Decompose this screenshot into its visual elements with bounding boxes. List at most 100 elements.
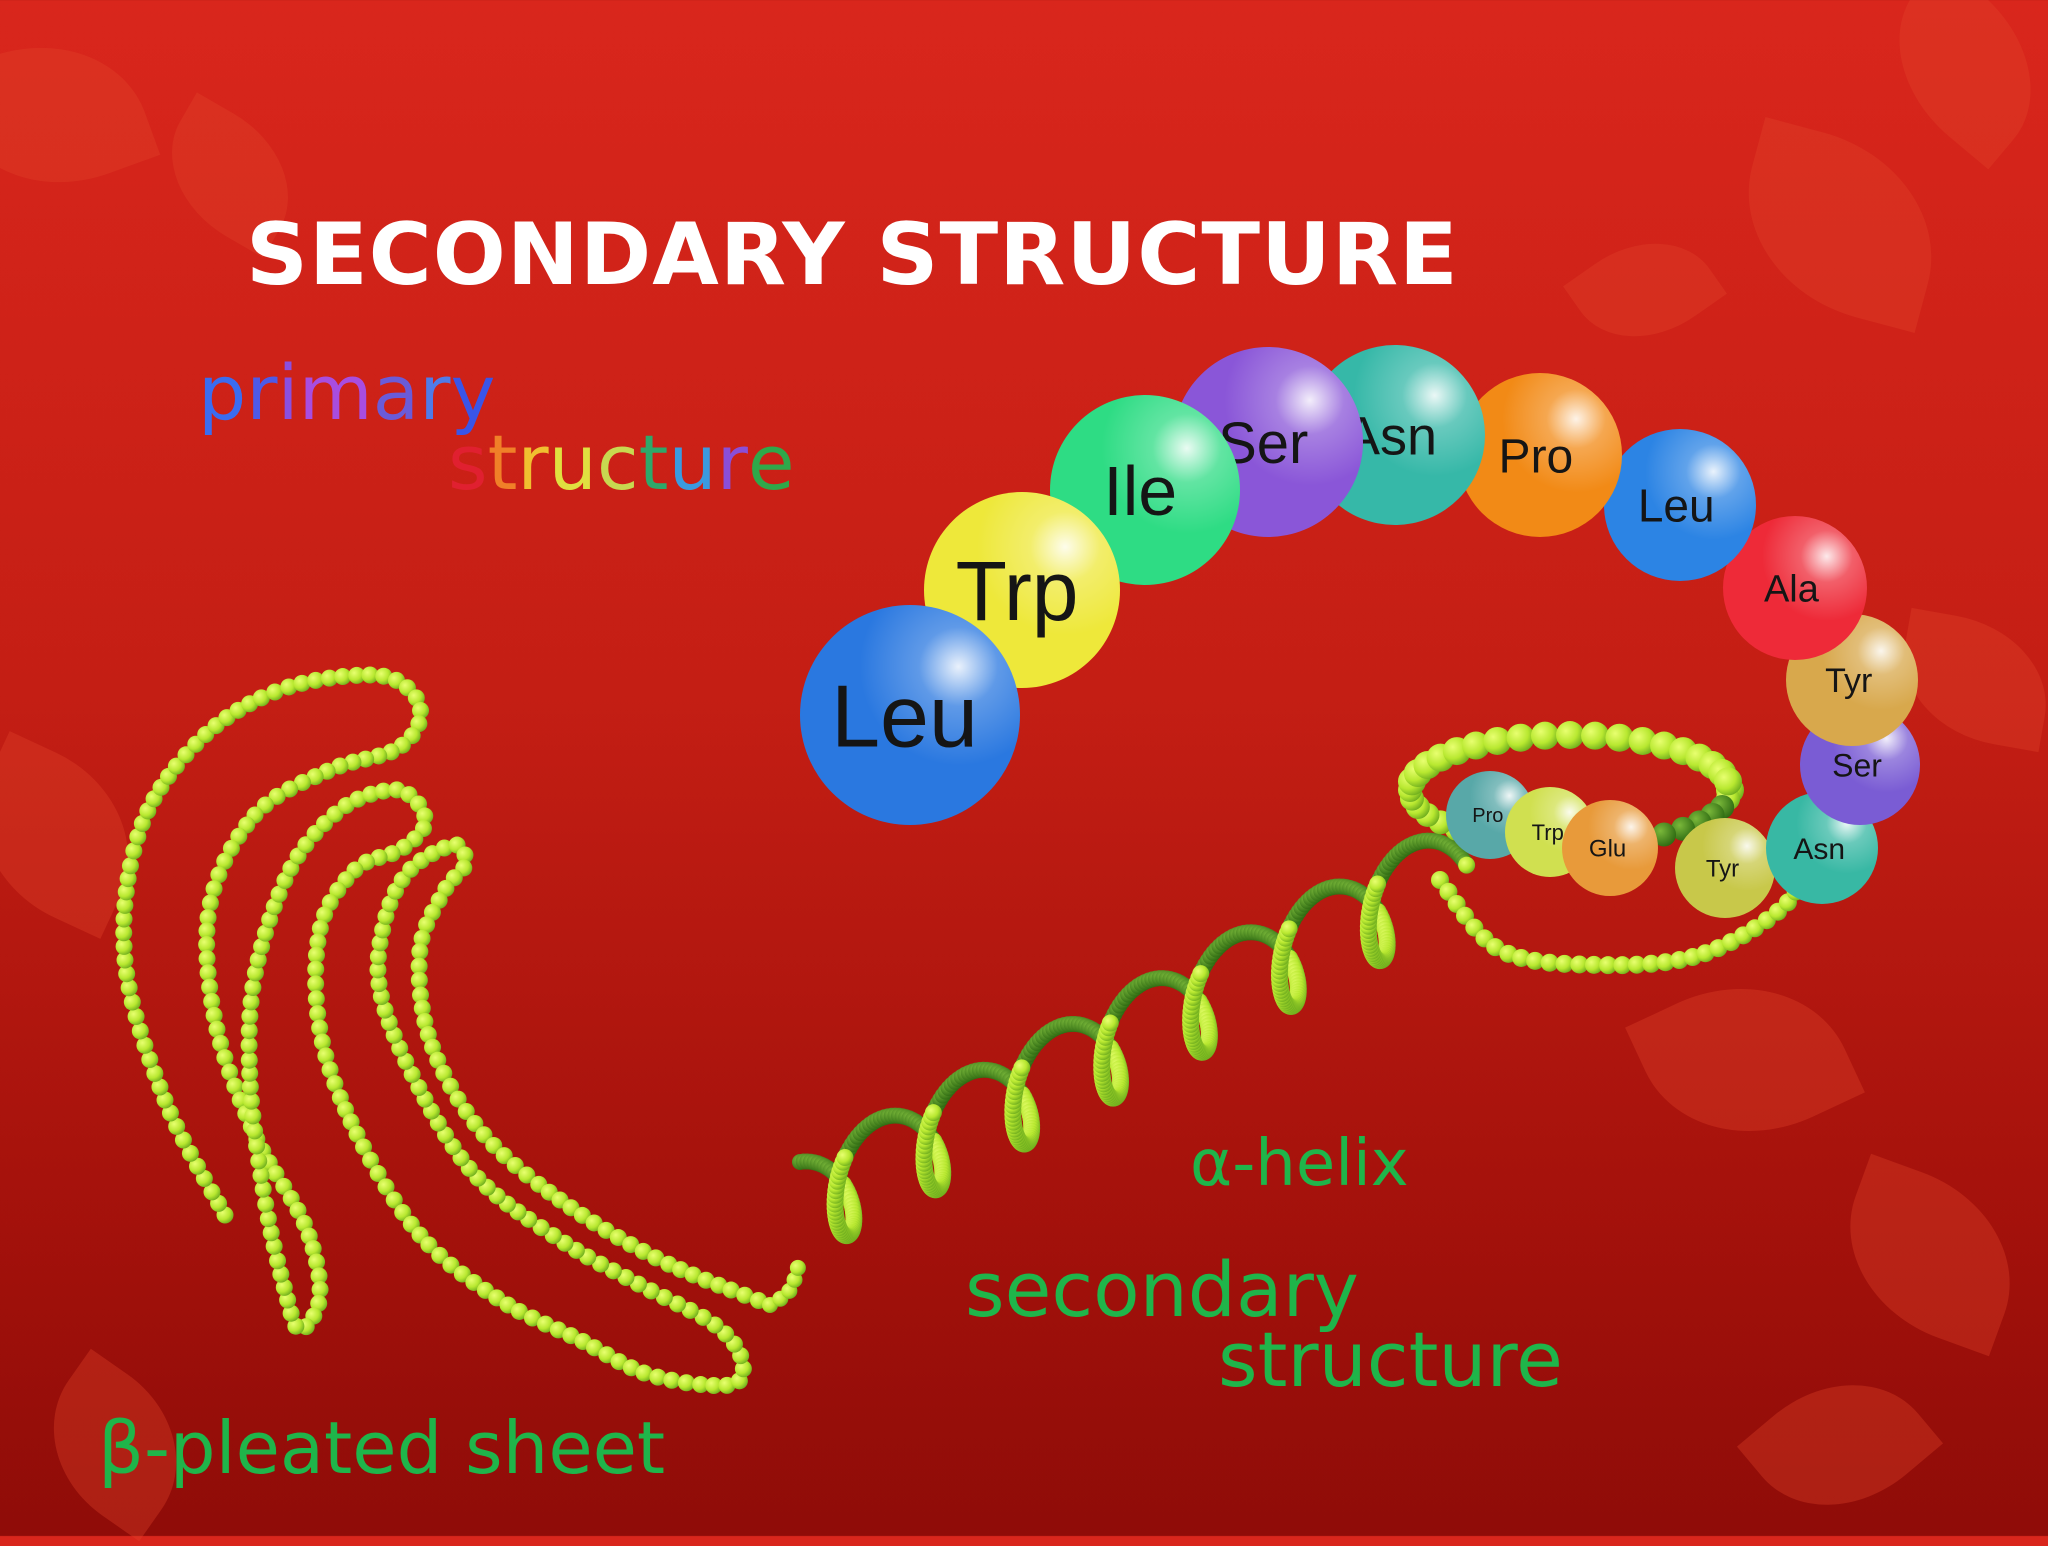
chain-bead <box>397 1052 415 1070</box>
chain-bead <box>115 937 133 955</box>
chain-bead <box>506 1156 524 1174</box>
alpha-helix-label: α-helix <box>1190 1127 1409 1201</box>
chain-bead <box>334 668 352 686</box>
chain-bead <box>734 1360 752 1378</box>
chain-bead <box>267 1165 285 1183</box>
beta-pleated-sheet-strands <box>115 666 768 1395</box>
residue-highlight <box>1675 818 1775 918</box>
chain-bead <box>617 1268 635 1286</box>
chain-bead <box>254 1180 272 1198</box>
chain-bead <box>199 909 217 927</box>
chain-bead <box>242 1092 260 1110</box>
chain-bead <box>199 964 217 982</box>
chain-bead <box>212 1034 230 1052</box>
chain-bead <box>1512 948 1531 967</box>
primary-structure-label-line2: structure <box>448 425 795 501</box>
chain-bead <box>1599 956 1618 975</box>
chain-bead <box>307 671 325 689</box>
chain-bead <box>307 960 325 978</box>
chain-bead <box>466 1114 484 1132</box>
chain-bead <box>518 1166 536 1184</box>
chain-bead <box>1280 920 1298 938</box>
chain-bead <box>349 790 367 808</box>
chain-bead <box>348 1125 366 1143</box>
chain-bead <box>1101 1014 1119 1032</box>
chain-bead <box>385 1026 403 1044</box>
secondary-structure-label-line2: structure <box>1218 1315 1563 1404</box>
chain-bead <box>320 669 338 687</box>
chain-bead <box>383 845 401 863</box>
primary-label-letter: u <box>548 418 597 507</box>
chain-bead <box>412 702 430 720</box>
residue-highlight <box>1604 429 1756 581</box>
primary-label-letter: u <box>668 418 717 507</box>
chain-bead <box>362 1151 380 1169</box>
chain-bead <box>120 979 138 997</box>
residue-label: Trp <box>956 544 1079 638</box>
chain-bead <box>532 1219 550 1237</box>
chain-bead <box>344 753 362 771</box>
chain-bead <box>1458 856 1476 874</box>
primary-label-letter: p <box>198 348 247 437</box>
chain-bead <box>117 883 135 901</box>
chain-bead <box>585 1339 603 1357</box>
chain-bead <box>115 924 133 942</box>
primary-label-letter: m <box>298 348 373 437</box>
residue-ala: Ala <box>1723 516 1867 660</box>
chain-bead <box>309 1005 327 1023</box>
chain-bead <box>119 870 137 888</box>
chain-bead <box>1642 954 1661 973</box>
chain-bead <box>198 922 216 940</box>
chain-bead <box>123 993 141 1011</box>
chain-bead <box>116 951 134 969</box>
chain-bead <box>275 1177 293 1195</box>
chain-bead <box>592 1255 610 1273</box>
chain-bead <box>403 1065 421 1083</box>
chain-bead <box>369 961 387 979</box>
chain-bead <box>282 859 300 877</box>
chain-bead <box>311 1019 329 1037</box>
chain-bead <box>371 934 389 952</box>
chain-bead <box>370 747 388 765</box>
chain-bead <box>125 842 143 860</box>
chain-bead <box>681 1301 699 1319</box>
chain-bead <box>694 1308 712 1326</box>
chain-bead <box>244 979 262 997</box>
chain-bead <box>348 666 366 684</box>
slide-title: SECONDARY STRUCTURE <box>246 205 1459 305</box>
chain-bead <box>268 787 286 805</box>
residue-label: Pro <box>1472 805 1503 827</box>
chain-bead <box>317 1047 335 1065</box>
chain-bead <box>457 1103 475 1121</box>
primary-label-letter: r <box>517 418 549 507</box>
primary-label-letter: t <box>638 418 669 507</box>
chain-bead <box>252 689 270 707</box>
chain-bead <box>280 678 298 696</box>
residue-leu: Leu <box>800 605 1020 825</box>
chain-bead <box>309 933 327 951</box>
chain-bead <box>221 1063 239 1081</box>
residue-glu: Glu <box>1562 800 1658 896</box>
residue-label: Ile <box>1103 452 1177 530</box>
residue-pro: Pro <box>1458 373 1622 537</box>
chain-bead <box>410 971 428 989</box>
chain-bead <box>1605 723 1634 752</box>
chain-bead <box>413 999 431 1017</box>
chain-bead <box>198 936 216 954</box>
chain-bead <box>281 780 299 798</box>
chain-bead <box>246 964 264 982</box>
chain-bead <box>304 1240 322 1258</box>
primary-label-letter: i <box>277 348 299 437</box>
chain-bead <box>198 950 216 968</box>
chain-bead <box>261 911 279 929</box>
chain-bead <box>116 896 134 914</box>
chain-bead <box>377 1178 395 1196</box>
chain-bead <box>248 1137 266 1155</box>
chain-bead <box>456 846 474 864</box>
chain-bead <box>1652 822 1677 847</box>
secondary-structure-label-line1: secondary <box>965 1245 1359 1334</box>
residue-label: Leu <box>831 667 978 766</box>
chain-bead <box>307 975 325 993</box>
chain-bead <box>241 1064 259 1082</box>
chain-bead <box>329 881 347 899</box>
